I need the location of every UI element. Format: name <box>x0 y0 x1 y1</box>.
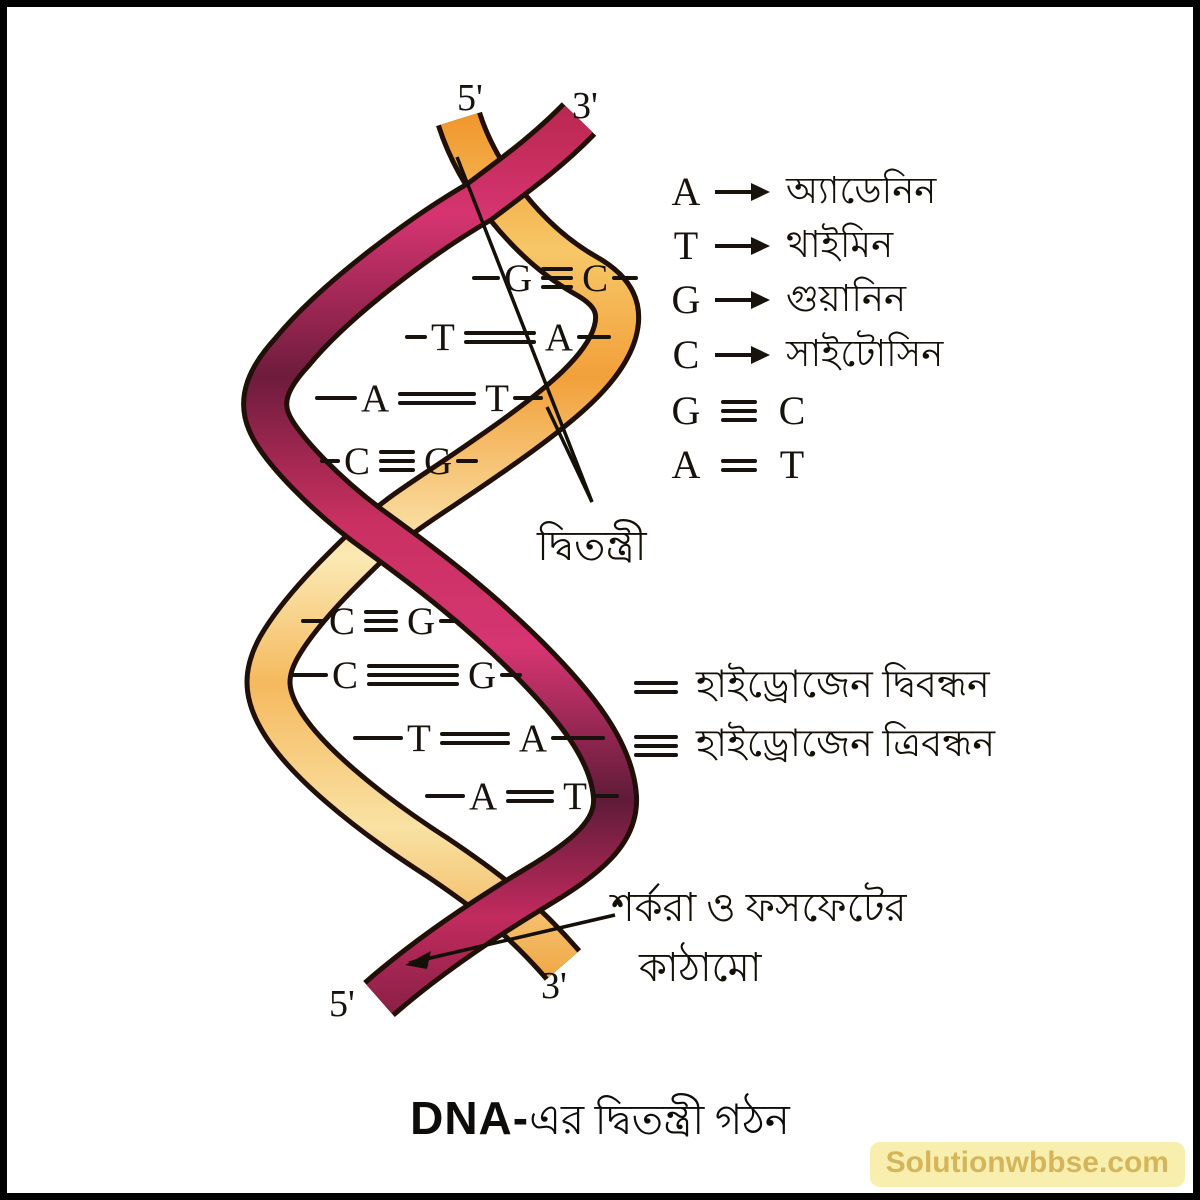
double-bond-icon <box>721 458 757 472</box>
base-letter: A <box>361 376 390 420</box>
left-backbone-tick <box>353 736 403 740</box>
left-backbone-tick <box>425 794 465 798</box>
legend-base-name: অ্যাডেনিন <box>786 170 937 212</box>
arrow-icon <box>715 237 770 255</box>
base-letter: G <box>671 277 701 322</box>
backbone-label-line1: শর্করা ও ফসফেটের <box>611 885 907 930</box>
base-letter: G <box>504 256 533 300</box>
arrow-icon <box>715 346 770 364</box>
triple-bond-icon <box>367 664 460 686</box>
double-helix-drawing <box>241 102 642 1018</box>
base-letter: C <box>672 332 700 377</box>
watermark-badge: Solutionwbbse.com <box>869 1142 1185 1187</box>
double-strand-label: দ্বিতন্ত্রী <box>537 524 647 570</box>
double-bond-icon <box>634 680 678 694</box>
triple-bond-icon <box>541 267 574 289</box>
double-strand-pointer-lines <box>455 156 594 503</box>
double-bond-icon <box>506 789 555 803</box>
hydrogen-bond-label: হাইড্রোজেন ত্রিবন্ধন <box>696 723 996 765</box>
left-backbone-tick <box>315 396 357 400</box>
backbone-label: শর্করা ও ফসফেটের কাঠামো <box>611 883 907 993</box>
legend-row-base: G গুয়ানিন <box>669 273 907 327</box>
sugar-phosphate-strand-red <box>241 102 640 1018</box>
legend-row-base: T থাইমিন <box>669 219 893 273</box>
base-letter: G <box>671 388 701 433</box>
right-backbone-tick <box>456 459 479 463</box>
right-backbone-tick <box>500 673 523 677</box>
figure-caption-prefix: DNA- <box>410 1092 530 1144</box>
figure-caption: DNA-এর দ্বিতন্ত্রী গঠন <box>7 1087 1193 1158</box>
right-backbone-tick <box>612 276 639 280</box>
base-letter: C <box>344 439 371 483</box>
right-backbone-tick <box>591 794 619 798</box>
legend-row-base: C সাইটোসিন <box>669 328 944 382</box>
right-backbone-tick <box>439 619 460 623</box>
triple-bond-icon <box>379 450 416 472</box>
base-letter: A <box>671 169 701 214</box>
hydrogen-bond-label: হাইড্রোজেন দ্বিবন্ধন <box>696 664 990 706</box>
base-letter: T <box>779 442 805 487</box>
strand-end-label-top-left: 5' <box>457 77 483 119</box>
double-bond-icon <box>439 731 510 745</box>
base-letter: G <box>424 439 453 483</box>
legend-row-base: A অ্যাডেনিন <box>669 165 937 219</box>
backbone-label-line2: কাঠামো <box>639 945 762 990</box>
legend-base-name: গুয়ানিন <box>786 278 907 320</box>
arrow-icon <box>715 183 770 201</box>
double-bond-icon <box>398 391 477 405</box>
strand-end-label-bottom-right: 3' <box>541 965 567 1007</box>
base-letter: G <box>468 653 497 697</box>
base-letter: T <box>407 716 431 760</box>
triple-bond-icon <box>634 735 678 757</box>
base-letter: C <box>329 599 356 643</box>
backbone-pointer-line <box>405 913 616 969</box>
left-backbone-tick <box>320 459 340 463</box>
base-letter: G <box>407 599 436 643</box>
strand-end-label-bottom-left: 5' <box>329 983 355 1025</box>
base-letter: T <box>673 223 699 268</box>
hydrogen-bond-legend-row: হাইড্রোজেন দ্বিবন্ধন <box>629 659 990 715</box>
double-bond-icon <box>463 330 536 344</box>
arrow-icon <box>715 291 770 309</box>
left-backbone-tick <box>472 276 500 280</box>
left-backbone-tick <box>405 335 427 339</box>
backbone-pointer-arrowhead <box>405 951 431 969</box>
legend-base-name: থাইমিন <box>786 224 894 266</box>
left-backbone-tick <box>301 619 325 623</box>
strand-end-label-top-right: 3' <box>572 85 598 127</box>
base-letter: C <box>582 256 609 300</box>
right-backbone-tick <box>577 335 611 339</box>
base-letter: T <box>485 376 509 420</box>
base-letter: A <box>544 315 573 359</box>
left-backbone-tick <box>292 673 328 677</box>
base-letter: C <box>778 388 806 433</box>
triple-bond-icon <box>364 610 399 632</box>
base-letter: C <box>332 653 359 697</box>
right-backbone-tick <box>551 736 605 740</box>
triple-bond-icon <box>721 400 757 422</box>
right-backbone-tick <box>513 396 543 400</box>
base-letter: A <box>671 442 701 487</box>
base-letter: T <box>563 774 587 818</box>
base-letter: A <box>469 774 498 818</box>
figure-caption-text: এর দ্বিতন্ত্রী গঠন <box>529 1098 790 1144</box>
hydrogen-bond-legend-row: হাইড্রোজেন ত্রিবন্ধন <box>629 718 995 774</box>
base-letter: T <box>431 315 455 359</box>
base-letter: A <box>518 716 547 760</box>
legend-base-name: সাইটোসিন <box>786 333 944 375</box>
